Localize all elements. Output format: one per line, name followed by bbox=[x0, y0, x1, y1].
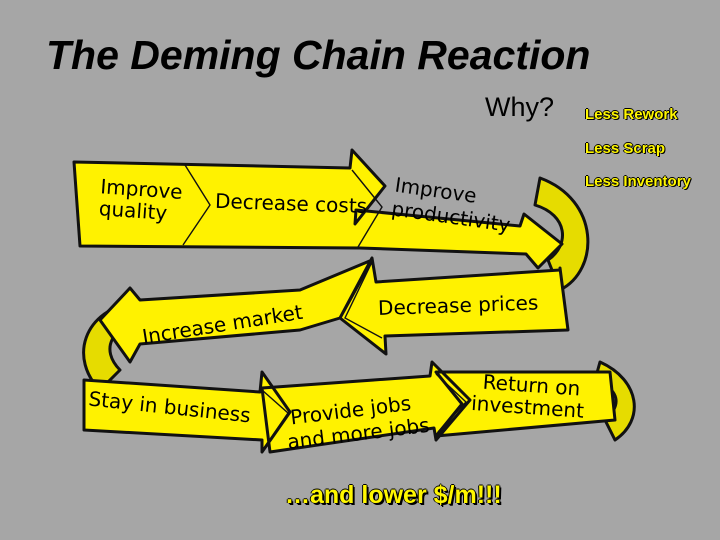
step-return-on-investment: Return on investment bbox=[470, 369, 587, 423]
step-improve-quality: Improve quality bbox=[98, 174, 190, 226]
reason-less-inventory: Less Inventory bbox=[585, 173, 691, 190]
ribbon-row-2 bbox=[98, 256, 570, 364]
ribbon-row-1 bbox=[72, 148, 564, 270]
reason-less-scrap: Less Scrap bbox=[585, 140, 666, 157]
step-label-line: Improve bbox=[100, 174, 184, 204]
step-decrease-costs: Decrease costs bbox=[215, 189, 368, 218]
ribbon-row-1-divider-a bbox=[182, 164, 211, 246]
ribbon-row-3-divider-b bbox=[435, 373, 467, 433]
why-label: Why? bbox=[485, 92, 555, 122]
step-decrease-prices: Decrease prices bbox=[378, 290, 539, 320]
page-title: The Deming Chain Reaction bbox=[46, 32, 591, 78]
ribbon-row-3-divider-a bbox=[261, 389, 289, 449]
step-label-line: Decrease costs bbox=[215, 189, 368, 218]
reason-less-rework: Less Rework bbox=[585, 106, 678, 123]
ribbon-row-3 bbox=[82, 360, 617, 454]
step-label-line: Decrease prices bbox=[378, 290, 539, 320]
ribbon-row-2-divider bbox=[344, 261, 383, 339]
footer-tagline: …and lower $/m!!! bbox=[285, 481, 502, 509]
ribbon-row-1-divider-b bbox=[351, 169, 383, 248]
step-label-line: quality bbox=[98, 196, 168, 225]
